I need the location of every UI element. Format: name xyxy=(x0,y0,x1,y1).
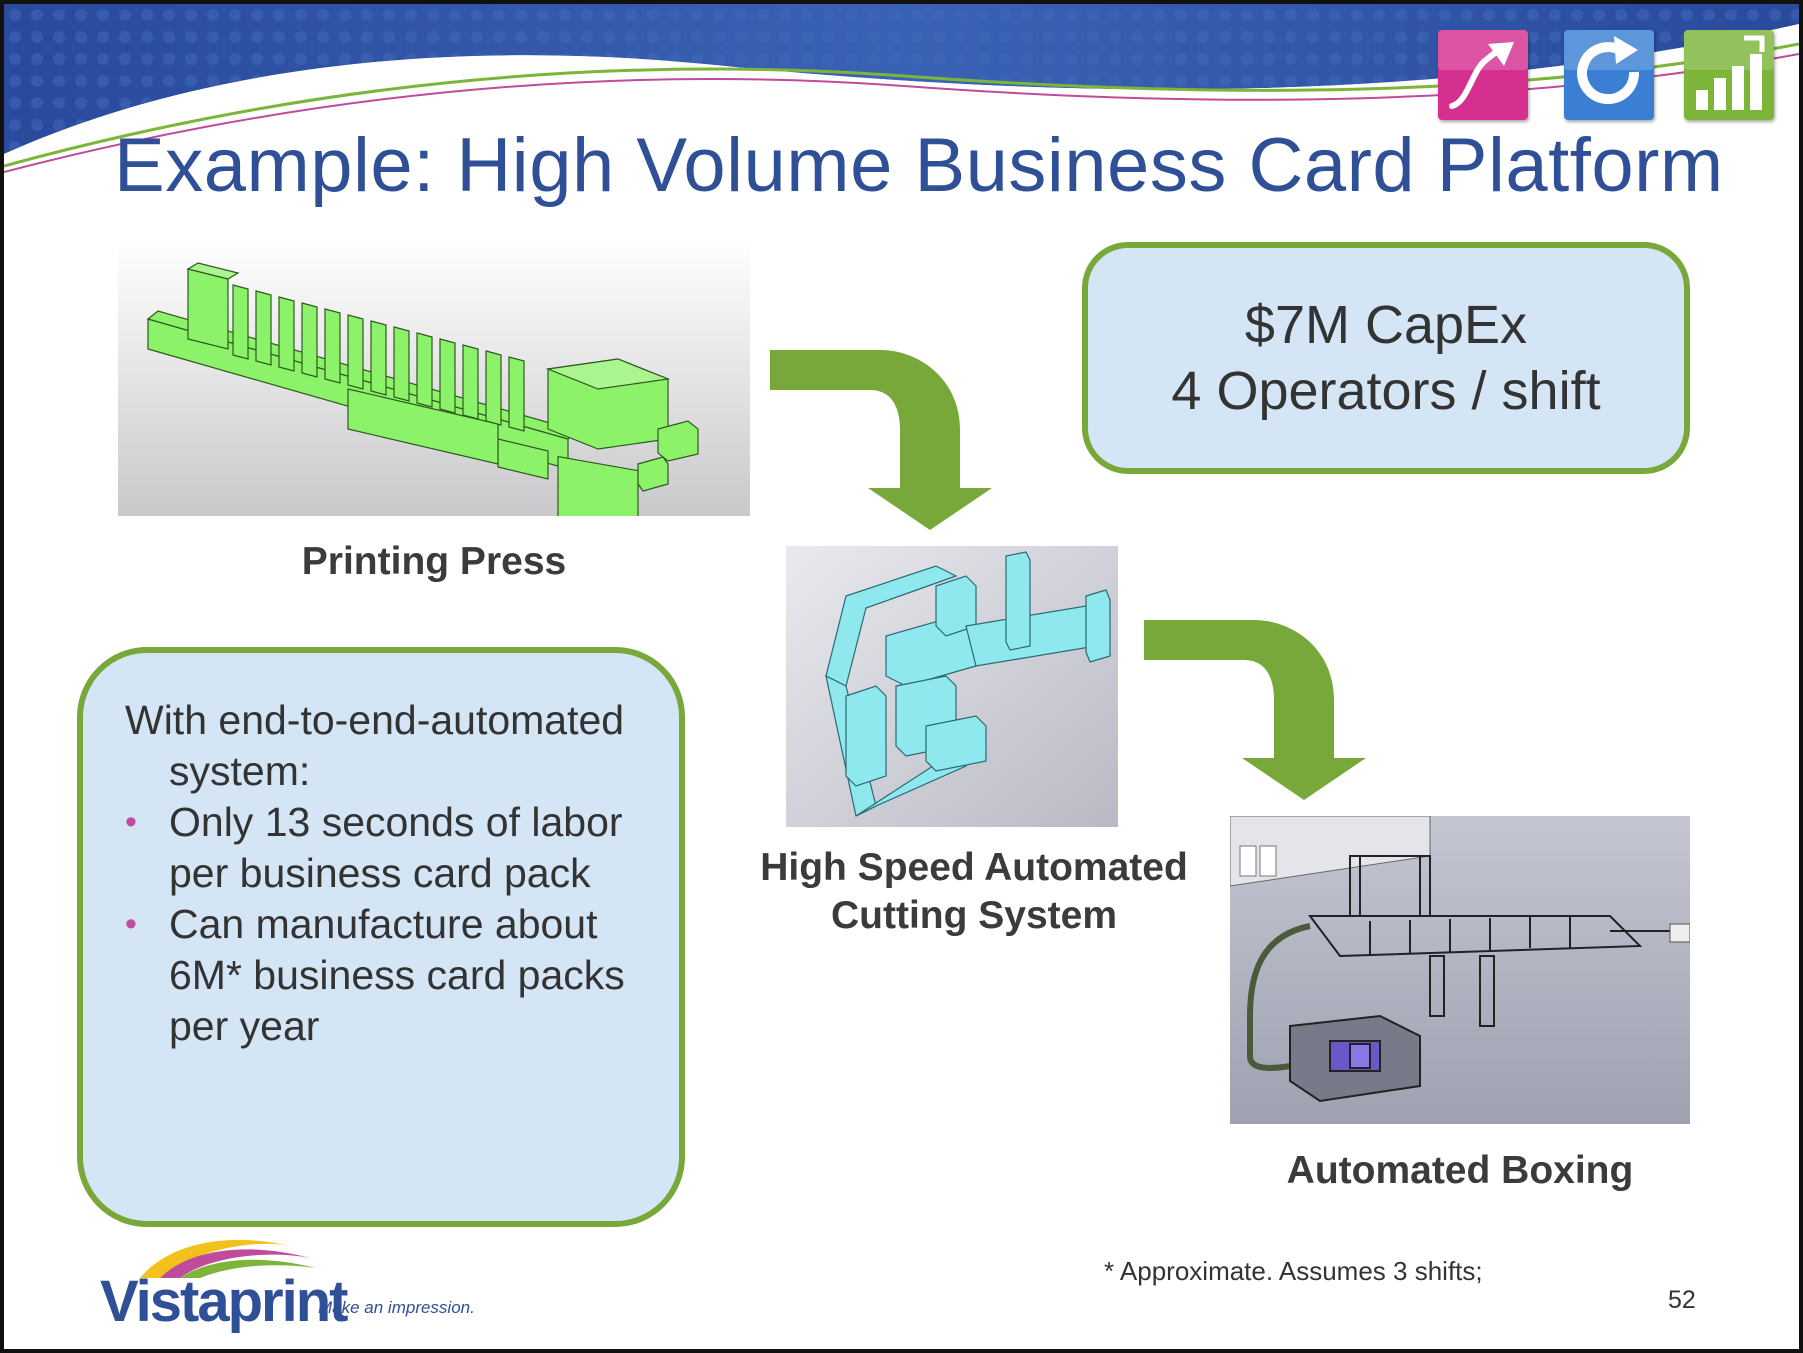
automated-boxing-image xyxy=(1230,816,1690,1124)
list-item: • Can manufacture about 6M* business card… xyxy=(125,899,659,1052)
automation-callout: With end-to-end-automated system: • Only … xyxy=(77,647,685,1227)
logo-swoosh-icon xyxy=(140,1239,316,1278)
logo-tagline: Make an impression. xyxy=(318,1298,475,1317)
cutting-system-image xyxy=(786,546,1118,827)
logo-wordmark: Vistaprint xyxy=(100,1269,348,1334)
printing-press-image xyxy=(118,239,750,516)
capex-callout: $7M CapEx 4 Operators / shift xyxy=(1082,242,1690,474)
trend-arrow-icon[interactable] xyxy=(1438,30,1528,120)
printing-press-caption: Printing Press xyxy=(301,540,567,583)
flow-arrow-to-boxing xyxy=(1144,620,1366,800)
bullet-text: Only 13 seconds of labor per business ca… xyxy=(169,799,623,896)
capex-value: $7M CapEx xyxy=(1244,295,1528,355)
automation-intro: With end-to-end-automated system: xyxy=(125,697,625,794)
bar-chart-growth-icon[interactable] xyxy=(1684,30,1774,120)
operators-per-shift: 4 Operators / shift xyxy=(1171,361,1601,421)
cutting-caption-line2: Cutting System xyxy=(830,894,1118,937)
bullet-dot-icon: • xyxy=(125,803,137,841)
bullet-text: Can manufacture about 6M* business card … xyxy=(169,901,625,1049)
refresh-icon[interactable] xyxy=(1564,30,1654,120)
footnote: * Approximate. Assumes 3 shifts; xyxy=(1104,1256,1483,1286)
vistaprint-logo: Vistaprint Make an impression. xyxy=(100,1232,520,1342)
bullet-dot-icon: • xyxy=(125,905,137,943)
cutting-system-caption: High Speed Automated Cutting System xyxy=(736,844,1212,940)
page-number: 52 xyxy=(1668,1286,1696,1314)
flow-arrow-to-cutting xyxy=(770,350,992,530)
cutting-caption-line1: High Speed Automated xyxy=(760,846,1188,889)
slide-title: Example: High Volume Business Card Platf… xyxy=(114,123,1724,208)
list-item: • Only 13 seconds of labor per business c… xyxy=(125,797,659,899)
automated-boxing-caption: Automated Boxing xyxy=(1286,1149,1634,1192)
automation-bullet-list: • Only 13 seconds of labor per business c… xyxy=(125,797,659,1052)
